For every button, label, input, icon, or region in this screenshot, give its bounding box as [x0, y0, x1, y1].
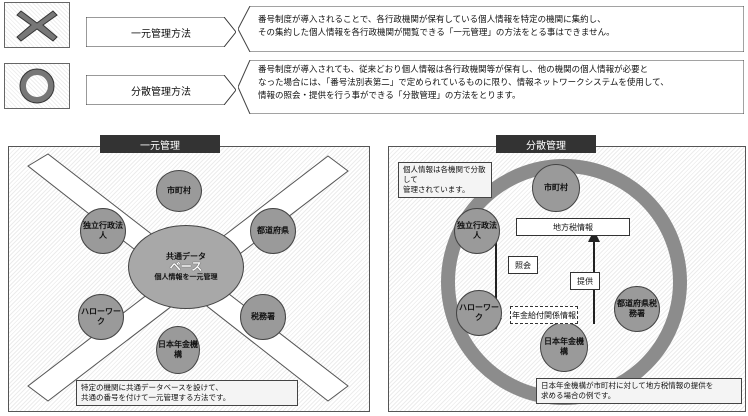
node-hellowork: ハローワーク — [78, 294, 124, 340]
node-r-hellowork: ハローワーク — [456, 290, 502, 336]
right-caption: 日本年金機構が市町村に対して地方税情報の提供を求める場合の例です。 — [536, 378, 742, 404]
node-dokuritsu: 独立行政法人 — [80, 208, 126, 254]
box-chihozei: 地方税情報 — [516, 218, 630, 236]
x-mark-icon — [4, 2, 70, 48]
right-note: 個人情報は各機関で分散して管理されています。 — [398, 162, 492, 198]
row1-description: 番号制度が導入されることで、各行政機関が保有している個人情報を特定の機関に集約し… — [258, 15, 615, 38]
node-shichoson: 市町村 — [156, 170, 202, 212]
circle-icon — [4, 63, 70, 109]
flow-teikyo: 提供 — [570, 272, 600, 290]
right-panel-tab: 分散管理 — [496, 135, 596, 153]
node-r-nenkin: 日本年金機構 — [540, 322, 588, 372]
row2-label: 分散管理方法 — [86, 75, 236, 105]
node-todofuken: 都道府県 — [250, 208, 296, 254]
left-caption: 特定の機関に共通データベースを設けて、共通の番号を付けて一元管理する方法です。 — [76, 380, 298, 406]
node-nenkin: 日本年金機構 — [156, 326, 200, 374]
node-r-shichoson: 市町村 — [532, 164, 580, 212]
row1-label: 一元管理方法 — [86, 17, 236, 47]
node-r-todofuken: 都道府県税務署 — [614, 286, 660, 332]
node-r-dokuritsu: 独立行政法人 — [454, 208, 500, 254]
center-database: 共通データベース個人情報を一元管理 — [128, 225, 244, 309]
box-nenkin-kyufu: 年金給付関係情報 — [510, 306, 578, 324]
node-zeimusho: 税務署 — [240, 294, 286, 340]
left-panel-tab: 一元管理 — [100, 135, 220, 153]
flow-shokai: 照会 — [508, 256, 538, 274]
row2-description: 番号制度が導入されても、従来どおり個人情報は各行政機関等が保有し、他の機関の個人… — [258, 65, 669, 101]
